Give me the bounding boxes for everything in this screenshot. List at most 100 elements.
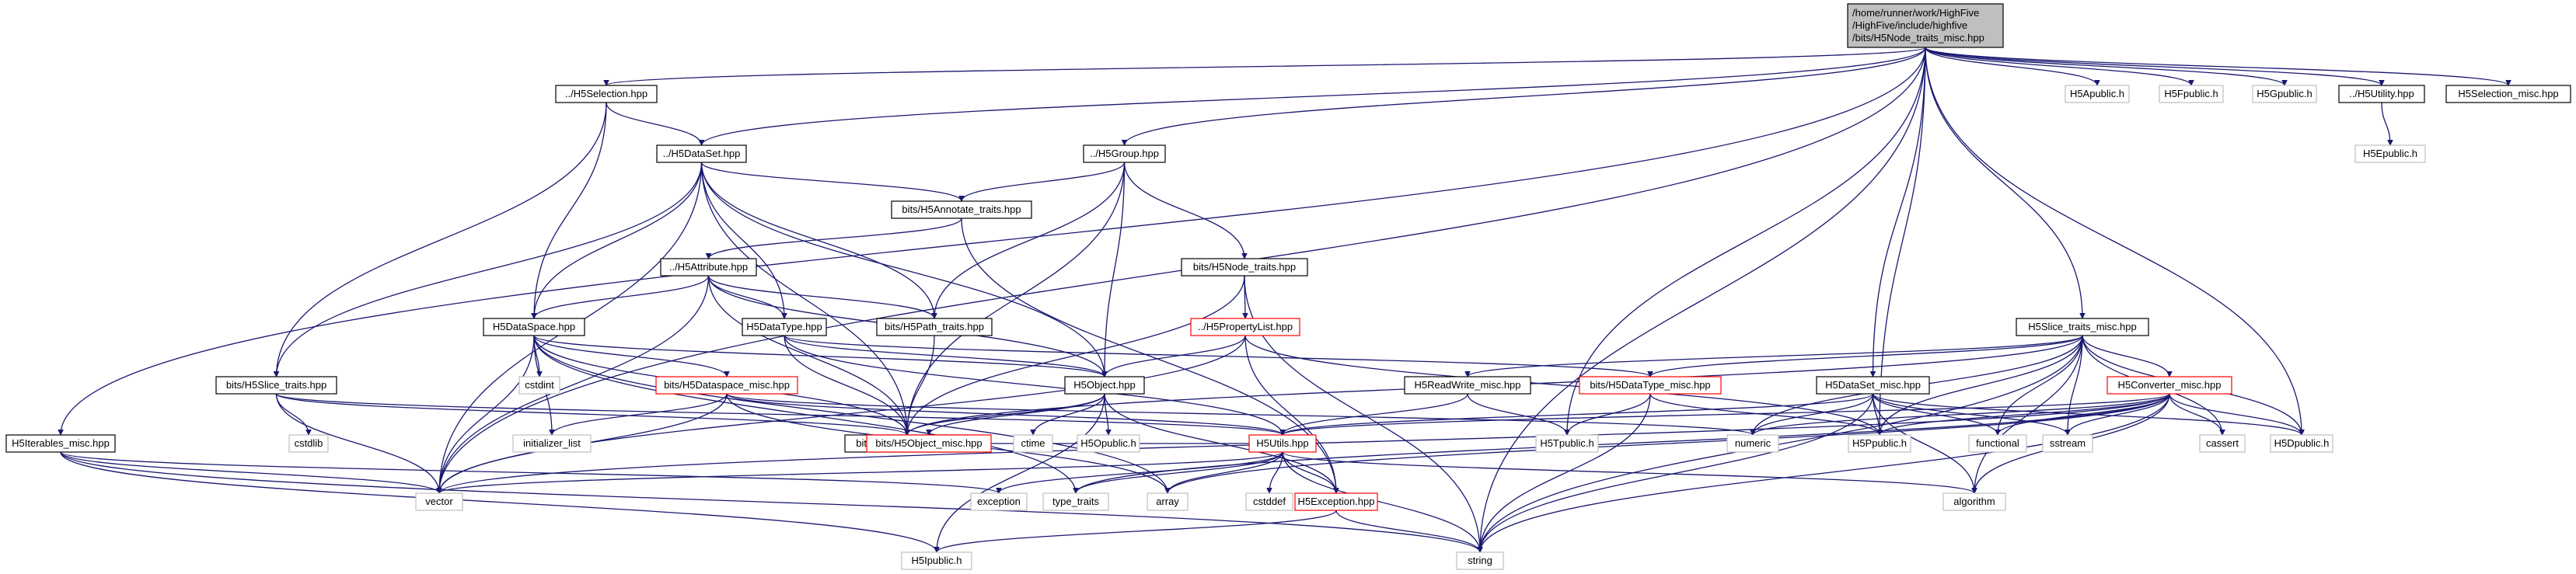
edge-root-to-h5group [1125,47,1926,146]
node-box [901,551,972,570]
node-label: cstdint [525,379,554,391]
edge-converter-to-numeric [1753,393,2170,436]
edge-h5datatype-to-h5defs [784,335,907,435]
node-box [215,376,337,395]
node-proplist[interactable]: ../H5PropertyList.hpp [1190,318,1300,336]
node-slice_traits[interactable]: bits/H5Slice_traits.hpp [215,376,337,395]
node-cstdint[interactable]: cstdint [518,376,560,395]
node-iterables[interactable]: H5Iterables_misc.hpp [5,434,116,453]
node-object_misc[interactable]: bits/H5Object_misc.hpp [866,434,992,453]
edge-root-to-dataset_misc [1873,47,1926,377]
node-sstream[interactable]: sstream [2042,434,2093,453]
node-exception[interactable]: exception [970,492,1028,511]
node-vector[interactable]: vector [415,492,463,511]
edge-datatype_misc-to-string [1480,393,1651,552]
node-label: sstream [2050,437,2086,449]
edge-root-to-h5fpublic [1925,47,2191,86]
node-box [1083,144,1166,163]
node-datatype_misc[interactable]: bits/H5DataType_misc.hpp [1579,376,1722,395]
node-h5utility[interactable]: ../H5Utility.hpp [2338,85,2425,103]
edge-datatype_misc-to-h5tpublic [1567,393,1651,436]
node-type_traits[interactable]: type_traits [1042,492,1109,511]
edge-converter-to-array [1168,393,2170,494]
node-box [1847,3,2004,48]
node-cstdlib[interactable]: cstdlib [288,434,329,453]
edge-h5utility-to-h5epublic [2381,102,2390,145]
edge-root-to-iterables [61,47,1926,435]
edge-root-to-selection_misc [1925,47,2508,86]
node-ctime[interactable]: ctime [1013,434,1053,453]
node-h5dataset[interactable]: ../H5DataSet.hpp [656,144,747,163]
edge-converter-to-sstream [2068,393,2170,436]
edge-h5attribute-to-h5datatype [707,275,785,319]
node-algorithm[interactable]: algorithm [1942,492,2006,511]
node-h5exception[interactable]: H5Exception.hpp [1294,492,1378,511]
node-readwrite[interactable]: H5ReadWrite_misc.hpp [1404,376,1531,395]
edge-h5datatype-to-datatype_misc [784,335,1650,377]
node-h5gpublic[interactable]: H5Gpublic.h [2252,85,2317,103]
node-h5opublic[interactable]: H5Opublic.h [1077,434,1140,453]
node-box [483,318,585,336]
edge-proplist-to-h5exception [1244,335,1336,493]
node-box [1942,492,2006,511]
edge-h5utils-to-algorithm [1282,451,1974,494]
edges-layer [60,47,2508,553]
edge-h5utils-to-vector [439,451,1283,494]
node-h5attribute[interactable]: ../H5Attribute.hpp [660,258,757,277]
edge-h5attribute-to-path_traits [707,275,935,319]
edge-h5datatype-to-h5utils [784,335,1283,435]
node-box [1248,434,1317,453]
node-label: initializer_list [523,437,581,449]
node-h5epublic[interactable]: H5Epublic.h [2354,144,2426,163]
edge-h5attribute-to-vector [439,275,710,493]
edge-h5exception-to-h5ipublic [937,510,1337,553]
node-h5dataspace[interactable]: H5DataSpace.hpp [483,318,585,336]
node-path_traits[interactable]: bits/H5Path_traits.hpp [876,318,993,336]
edge-h5utils-to-string [1282,451,1480,552]
node-dataspace_misc[interactable]: bits/H5Dataspace_misc.hpp [655,376,798,395]
node-h5datatype[interactable]: H5DataType.hpp [742,318,827,336]
node-h5fpublic[interactable]: H5Fpublic.h [2159,85,2224,103]
node-label: H5Tpublic.h [1540,437,1593,449]
node-box [2445,85,2571,103]
node-selection_misc[interactable]: H5Selection_misc.hpp [2445,85,2571,103]
edge-converter-to-h5utils [1283,393,2170,436]
node-box [876,318,993,336]
node-converter[interactable]: H5Converter_misc.hpp [2107,376,2232,395]
edge-iterables-to-h5ipublic [60,451,937,553]
node-h5ppublic[interactable]: H5Ppublic.h [1848,434,1911,453]
node-label: bits/H5Path_traits.hpp [885,321,984,332]
node-box [415,492,463,511]
node-h5tpublic[interactable]: H5Tpublic.h [1535,434,1599,453]
node-h5group[interactable]: ../H5Group.hpp [1083,144,1166,163]
node-box [2252,85,2317,103]
node-label: ctime [1021,437,1045,449]
node-annotate[interactable]: bits/H5Annotate_traits.hpp [891,200,1032,219]
edge-slice_traits_misc-to-datatype_misc [1650,335,2083,377]
node-dataset_misc[interactable]: H5DataSet_misc.hpp [1816,376,1930,395]
node-root[interactable]: /home/runner/work/HighFive/HighFive/incl… [1847,3,2004,48]
node-initializer_list[interactable]: initializer_list [512,434,592,453]
edge-slice_traits_misc-to-readwrite [1468,335,2083,377]
node-array[interactable]: array [1147,492,1189,511]
node-h5selection[interactable]: ../H5Selection.hpp [555,85,658,103]
node-h5apublic[interactable]: H5Apublic.h [2065,85,2130,103]
edge-h5dataset-to-annotate [700,162,962,202]
node-cstddef[interactable]: cstddef [1245,492,1293,511]
node-h5ipublic[interactable]: H5Ipublic.h [901,551,972,570]
node-slice_traits_misc[interactable]: H5Slice_traits_misc.hpp [2016,318,2149,336]
edge-dataset_misc-to-functional [1872,393,1998,436]
node-box [2270,434,2333,453]
node-numeric[interactable]: numeric [1726,434,1779,453]
node-h5utils[interactable]: H5Utils.hpp [1248,434,1317,453]
node-functional[interactable]: functional [1968,434,2027,453]
node-h5dpublic[interactable]: H5Dpublic.h [2270,434,2333,453]
node-box [2042,434,2093,453]
node-string[interactable]: string [1456,551,1504,570]
edge-converter-to-cassert [2169,393,2222,436]
node-cassert[interactable]: cassert [2199,434,2246,453]
node-h5object[interactable]: H5Object.hpp [1064,376,1145,395]
node-node_traits[interactable]: bits/H5Node_traits.hpp [1181,258,1308,277]
edge-slice_traits-to-h5utils [275,393,1283,436]
node-label: H5Opublic.h [1080,437,1136,449]
